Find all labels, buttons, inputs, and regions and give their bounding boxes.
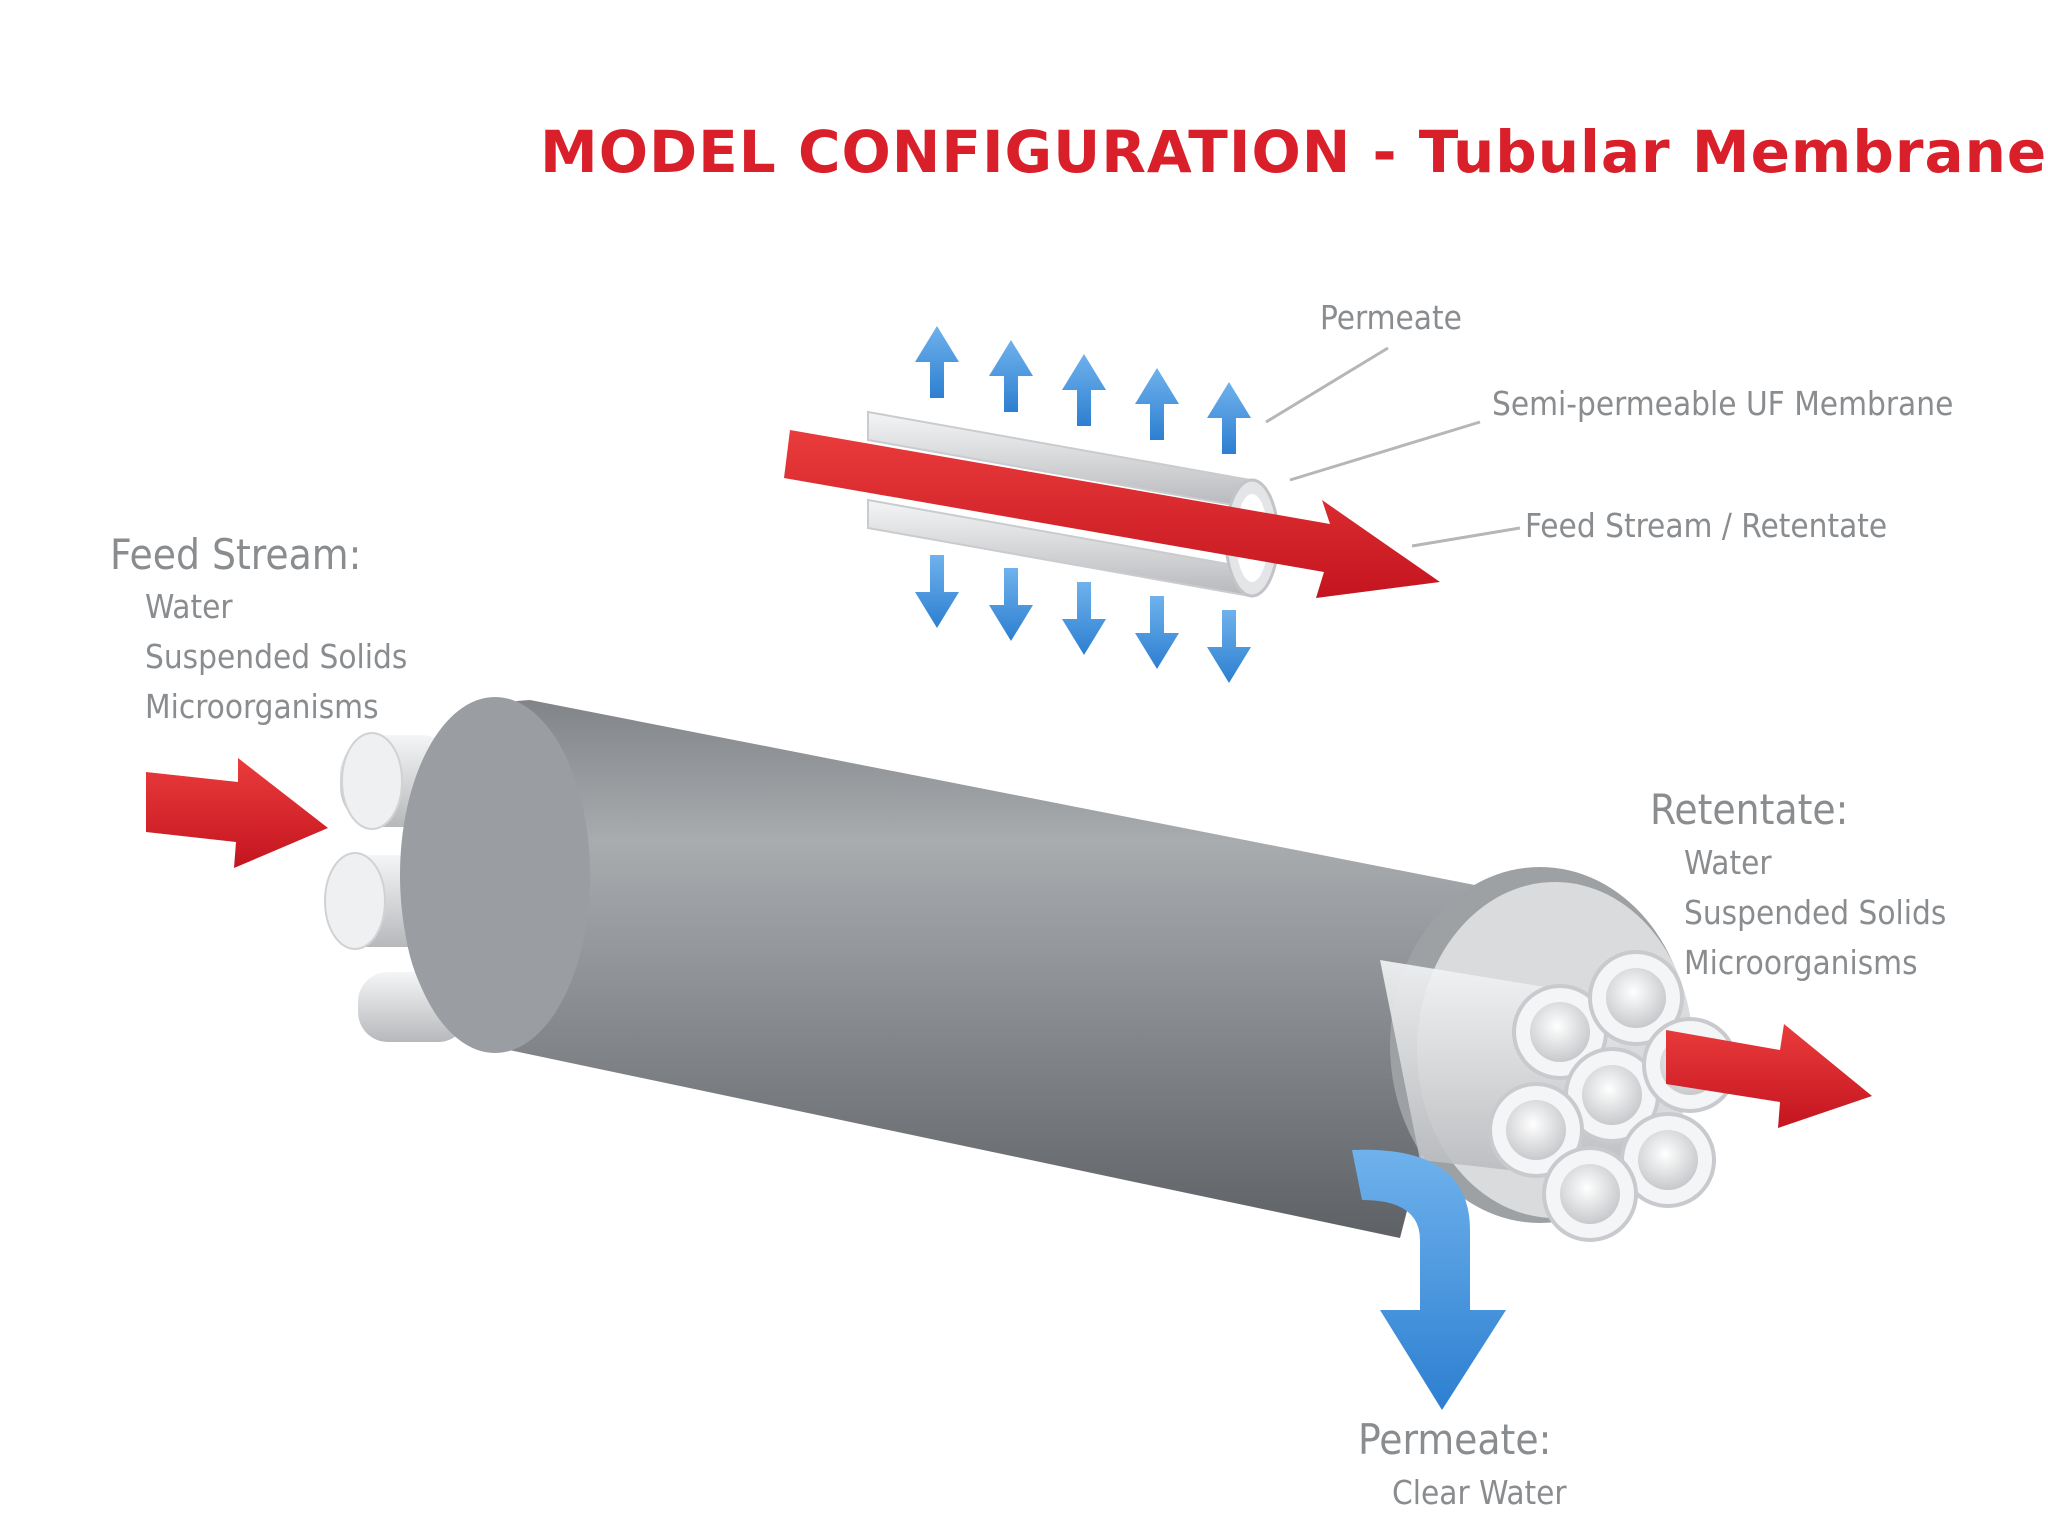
feed-item-water: Water <box>145 587 233 626</box>
blue-arrow-down-icon <box>989 568 1033 641</box>
retentate-item-microorganisms: Microorganisms <box>1684 943 1918 982</box>
callout-feed-retentate: Feed Stream / Retentate <box>1525 506 1888 545</box>
callout-membrane: Semi-permeable UF Membrane <box>1492 384 1954 423</box>
membrane-tube <box>1564 1047 1660 1143</box>
membrane-tube <box>1512 984 1608 1080</box>
membrane-tube <box>1488 1082 1584 1178</box>
leader-line-feed-retentate <box>1411 526 1521 548</box>
housing-inlet-cap <box>400 697 590 1053</box>
retentate-item-water: Water <box>1684 843 1772 882</box>
blue-arrow-up-icon <box>1207 382 1251 454</box>
retentate-heading: Retentate: <box>1650 785 1849 834</box>
leader-line-membrane <box>1289 420 1481 482</box>
blue-arrow-up-icon <box>1135 368 1179 440</box>
blue-arrow-up-icon <box>989 340 1033 412</box>
page-title: MODEL CONFIGURATION - Tubular Membrane <box>540 118 2048 186</box>
permeate-up-arrows <box>915 326 1251 454</box>
blue-arrow-up-icon <box>915 326 959 398</box>
feed-item-suspended-solids: Suspended Solids <box>145 637 408 676</box>
membrane-tube <box>1542 1146 1638 1242</box>
blue-arrow-up-icon <box>1062 354 1106 426</box>
leader-line-permeate <box>1265 346 1389 424</box>
retentate-item-suspended-solids: Suspended Solids <box>1684 893 1947 932</box>
blue-arrow-down-icon <box>1135 596 1179 669</box>
feed-inlet-arrow-icon <box>146 758 328 868</box>
feed-stream-heading: Feed Stream: <box>110 530 362 579</box>
membrane-tube <box>1588 950 1684 1046</box>
retentate-outlet-arrow-icon <box>1666 1024 1872 1128</box>
permeate-outlet-arrow-icon <box>1352 1149 1506 1410</box>
permeate-down-arrows <box>915 555 1251 683</box>
blue-arrow-down-icon <box>1062 582 1106 655</box>
module-housing <box>401 700 1490 1238</box>
feed-item-microorganisms: Microorganisms <box>145 687 379 726</box>
feed-stream-arrow-icon <box>784 430 1440 598</box>
blue-arrow-down-icon <box>1207 610 1251 683</box>
permeate-item-clear-water: Clear Water <box>1392 1473 1567 1512</box>
callout-permeate: Permeate <box>1320 298 1462 337</box>
blue-arrow-down-icon <box>915 555 959 628</box>
tubular-module <box>324 697 1738 1410</box>
membrane-detail <box>784 326 1521 683</box>
membrane-tube-bundle <box>1488 950 1738 1242</box>
permeate-heading: Permeate: <box>1358 1415 1552 1464</box>
